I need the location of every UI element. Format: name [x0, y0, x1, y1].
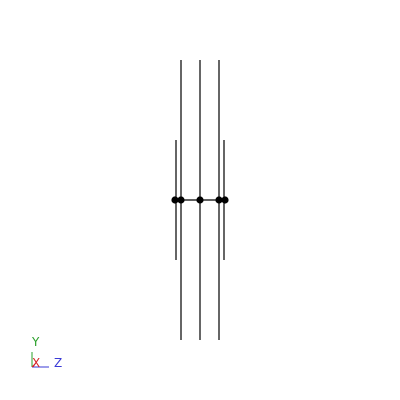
- node[interactable]: [177, 196, 185, 204]
- node[interactable]: [215, 196, 223, 204]
- axes-triad: Y X Z: [31, 335, 62, 370]
- x-axis-label: X: [32, 356, 40, 370]
- y-axis-label: Y: [31, 335, 40, 349]
- z-axis-label: Z: [54, 356, 62, 370]
- node[interactable]: [196, 196, 204, 204]
- node[interactable]: [171, 196, 179, 204]
- x-axis-line: [31, 362, 37, 368]
- node[interactable]: [221, 196, 229, 204]
- model: [171, 60, 229, 340]
